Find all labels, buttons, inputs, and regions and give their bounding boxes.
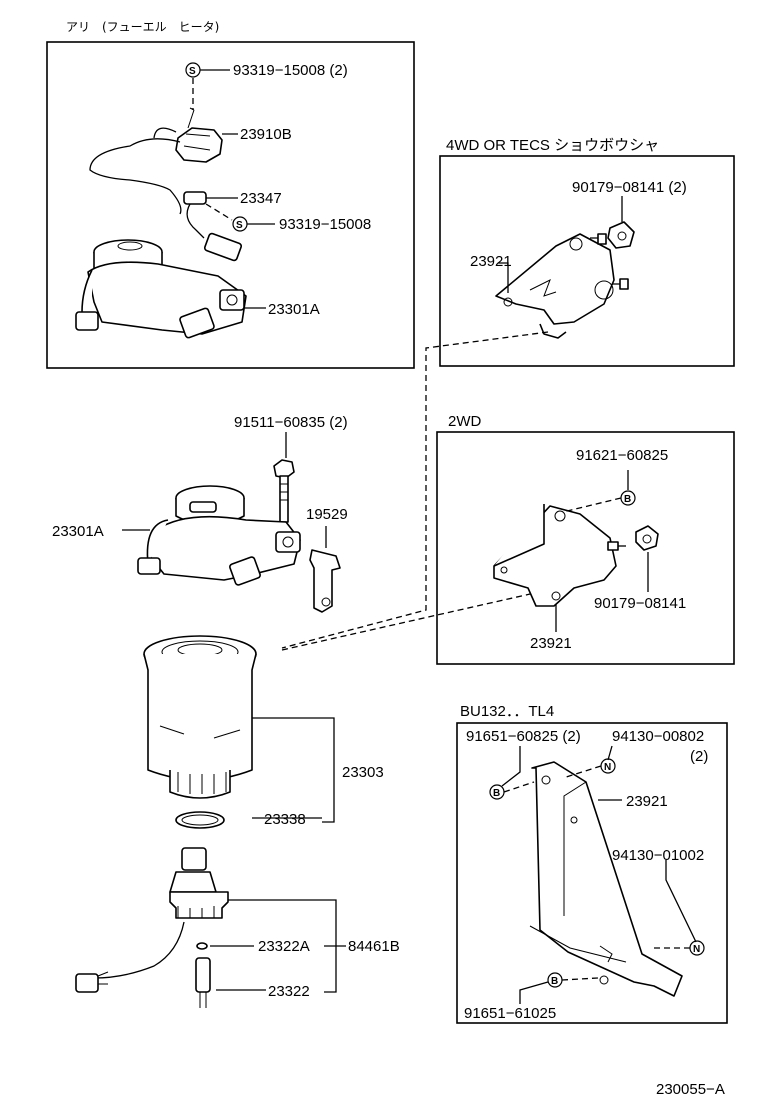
filter-head-23301A-top	[75, 239, 247, 339]
label-94130-00802-qty: (2)	[690, 748, 708, 765]
nut-90179-2wd	[635, 525, 659, 551]
element-23322	[195, 957, 211, 1008]
label-23921-bu132: 23921	[626, 793, 668, 810]
bolt-91511	[273, 459, 295, 523]
label-23322A: 23322A	[258, 938, 310, 955]
bracket-19529	[309, 549, 341, 613]
label-23910B: 23910B	[240, 126, 292, 143]
filter-head-23301A-mid	[137, 485, 301, 586]
label-23921-4wd: 23921	[470, 253, 512, 270]
bracket-23921-4wd	[495, 233, 629, 339]
symbol-b-2-text: B	[493, 788, 500, 799]
fwd-box-title: 4WD OR TECS ショウボウシャ	[446, 137, 659, 154]
label-91511-60835: 91511−60835 (2)	[234, 414, 348, 431]
symbol-s-2-text: S	[236, 220, 243, 231]
label-84461B: 84461B	[348, 938, 400, 955]
label-94130-00802: 94130−00802	[612, 728, 704, 745]
label-23921-2wd: 23921	[530, 635, 572, 652]
twowd-box-title: 2WD	[448, 413, 482, 430]
label-23303: 23303	[342, 764, 384, 781]
label-23322: 23322	[268, 983, 310, 1000]
bu132-box-title: BU132．．TL4	[460, 703, 554, 720]
label-91621-60825: 91621−60825	[576, 447, 668, 464]
clip-23322A	[196, 942, 208, 950]
figure-code: 230055−A	[656, 1081, 725, 1098]
label-23301A-top: 23301A	[268, 301, 320, 318]
heater-box	[46, 41, 415, 369]
filter-element-23303	[143, 635, 257, 799]
label-19529: 19529	[306, 506, 348, 523]
label-93319-15008: 93319−15008	[279, 216, 371, 233]
label-90179-08141: 90179−08141	[594, 595, 686, 612]
label-23347: 23347	[240, 190, 282, 207]
twowd-box	[436, 431, 735, 665]
bracket-23921-2wd	[493, 504, 626, 607]
label-91651-60825-2: 91651−60825 (2)	[466, 728, 581, 745]
label-90179-08141-2: 90179−08141 (2)	[572, 179, 687, 196]
nut-90179-4wd	[607, 221, 635, 249]
symbol-n-1-text: N	[604, 762, 611, 773]
heater-sensor-23910B	[89, 107, 223, 215]
oring-23338	[175, 811, 225, 829]
heater-box-title: アリ (フューエル ヒータ)	[66, 20, 219, 34]
label-23301A-mid: 23301A	[52, 523, 104, 540]
bracket-23921-bu132	[529, 761, 683, 997]
label-93319-15008-2: 93319−15008 (2)	[233, 62, 348, 79]
symbol-b-1-text: B	[624, 494, 631, 505]
heater-connector-23347	[183, 191, 207, 239]
heater-plug	[203, 232, 243, 262]
symbol-b-3-text: B	[551, 976, 558, 987]
bu132-box	[456, 722, 728, 1024]
symbol-s-1-text: S	[189, 66, 196, 77]
fwd-box	[439, 155, 735, 367]
symbol-n-2-text: N	[693, 944, 700, 955]
label-91651-61025: 91651−61025	[464, 1005, 556, 1022]
sensor-84461B	[75, 847, 229, 993]
label-23338: 23338	[264, 811, 306, 828]
label-94130-01002: 94130−01002	[612, 847, 704, 864]
